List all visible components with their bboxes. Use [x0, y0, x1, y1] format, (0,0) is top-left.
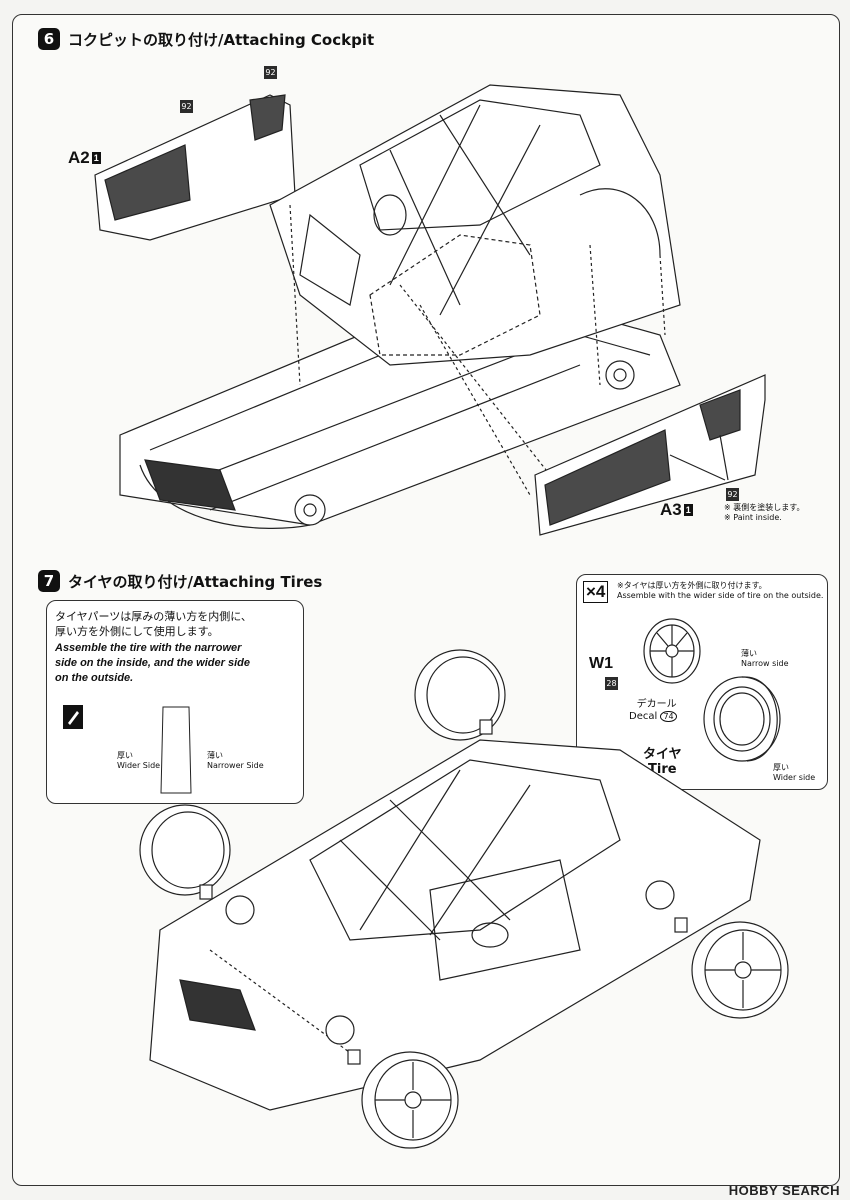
narrow-jp: 薄い	[741, 649, 757, 658]
part-a3-label: A3 1	[660, 500, 693, 520]
wheel-part-w1: W1	[589, 655, 613, 672]
tire-front-right	[691, 921, 789, 1019]
decal-number: 74	[660, 711, 677, 722]
panel-a3	[534, 374, 766, 536]
tire-assembly-drawing	[139, 649, 789, 1149]
knife-marker	[674, 917, 688, 933]
wider-jp: 厚い	[117, 751, 133, 760]
instruction-en-line3: on the outside.	[55, 672, 134, 684]
decal-jp: デカール	[636, 699, 677, 710]
panel-a2	[94, 94, 296, 241]
car-body	[149, 739, 761, 1111]
wide-side-label: 厚い Wider side	[773, 763, 815, 783]
rear-hub	[294, 494, 326, 526]
narrower-en: Narrower Side	[207, 761, 264, 770]
paint-note-jp: ※ 裏側を塗装します。	[724, 503, 805, 512]
narrower-side-label: 薄い Narrower Side	[207, 751, 264, 771]
decal-en-row: Decal 74	[629, 711, 677, 723]
cockpit-side	[429, 859, 581, 981]
paint-code-marker: 92	[180, 100, 193, 113]
step-6-header: 6 コクピットの取り付け/Attaching Cockpit	[38, 28, 374, 50]
part-a2-tag: 1	[91, 152, 101, 164]
step-6-title: コクピットの取り付け/Attaching Cockpit	[68, 30, 375, 49]
knife-marker	[347, 1049, 361, 1065]
narrow-en: Narrow side	[741, 659, 789, 668]
hub-rear-right	[325, 1015, 355, 1045]
detail-note-en: Assemble with the wider side of tire on …	[617, 591, 824, 600]
part-a3-tag: 1	[683, 504, 693, 516]
hub-rear-left	[225, 895, 255, 925]
detail-note: ※タイヤは厚い方を外側に取り付けます。 Assemble with the wi…	[617, 581, 823, 601]
narrow-side-label: 薄い Narrow side	[741, 649, 789, 669]
wide-jp: 厚い	[773, 763, 789, 772]
rear-mesh-grille	[144, 459, 236, 511]
front-hub	[605, 360, 635, 390]
tire-instruction-box: タイヤパーツは厚みの薄い方を内側に、 厚い方を外側にして使用します。 Assem…	[46, 600, 304, 804]
tire-cross-section	[160, 706, 192, 794]
knife-marker	[479, 719, 493, 735]
hub-front-right	[645, 880, 675, 910]
step-7-number: 7	[38, 570, 60, 592]
cockpit-body	[269, 84, 681, 366]
step-7-header: 7 タイヤの取り付け/Attaching Tires	[38, 570, 322, 592]
part-a2-text: A2	[68, 148, 90, 167]
cage-bars	[339, 769, 531, 941]
knife-icon	[63, 705, 83, 729]
tire-top-center	[414, 649, 506, 741]
wide-en: Wider side	[773, 773, 816, 782]
wheel-tag: 28	[605, 677, 618, 690]
front-hub-center	[613, 368, 627, 382]
instruction-en: Assemble the tire with the narrower side…	[55, 641, 250, 686]
wider-side-label: 厚い Wider Side	[117, 751, 160, 771]
paint-code-marker: 92	[726, 488, 739, 501]
part-a2-label: A2 1	[68, 148, 101, 168]
instruction-jp-line2: 厚い方を外側にして使用します。	[55, 625, 219, 638]
rear-grille	[179, 979, 256, 1031]
tire-rear-left	[139, 804, 231, 896]
wheel-tire-drawing	[643, 618, 781, 762]
paint-inside-note: ※ 裏側を塗装します。 ※ Paint inside.	[724, 503, 804, 523]
narrower-jp: 薄い	[207, 751, 223, 760]
tire-rear-right	[361, 1051, 459, 1149]
paint-code-marker: 92	[264, 66, 277, 79]
axle-guide	[209, 949, 361, 1061]
cockpit-detail	[471, 922, 509, 948]
part-a3-text: A3	[660, 500, 682, 519]
roll-cage	[309, 759, 621, 941]
step-7-title: タイヤの取り付け/Attaching Tires	[68, 572, 323, 591]
rear-hub-center	[303, 503, 317, 517]
instruction-en-line1: Assemble the tire with the narrower	[55, 642, 242, 654]
detail-note-jp: ※タイヤは厚い方を外側に取り付けます。	[617, 581, 767, 590]
step-6-number: 6	[38, 28, 60, 50]
decal-label: デカール Decal 74	[629, 699, 677, 723]
quantity-label: ×4	[583, 581, 609, 603]
cockpit-assembly-drawing	[94, 84, 766, 536]
tire-jp: タイヤ	[643, 747, 682, 762]
paint-note-en: ※ Paint inside.	[724, 513, 782, 522]
instruction-jp: タイヤパーツは厚みの薄い方を内側に、 厚い方を外側にして使用します。	[55, 609, 252, 639]
instruction-jp-line1: タイヤパーツは厚みの薄い方を内側に、	[55, 610, 252, 623]
guide-lines	[289, 204, 666, 496]
hobby-search-watermark: HOBBY SEARCH	[728, 1183, 840, 1198]
wider-en: Wider Side	[117, 761, 161, 770]
knife-marker	[199, 884, 213, 900]
instruction-en-line2: side on the inside, and the wider side	[55, 657, 250, 669]
decal-en: Decal	[629, 711, 658, 722]
